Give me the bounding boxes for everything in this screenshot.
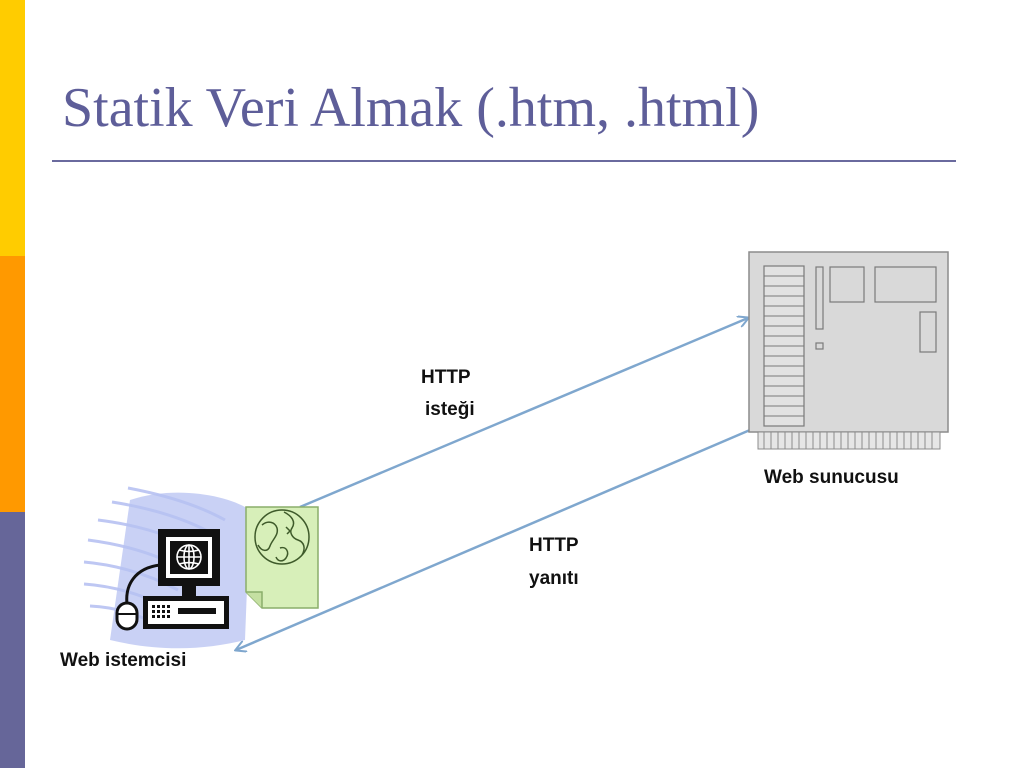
response-label-line1: HTTP [529, 535, 579, 556]
server-tower-icon [748, 251, 949, 450]
side-bar-yellow [0, 0, 25, 256]
request-label-line1: HTTP [421, 367, 471, 388]
request-arrow [299, 318, 748, 509]
side-bar-orange [0, 256, 25, 512]
side-bar-purple [0, 512, 25, 768]
client-label: Web istemcisi [60, 650, 186, 671]
globe-icon [254, 509, 310, 565]
title-divider [52, 160, 956, 162]
web-document-icon [245, 506, 319, 609]
response-arrow [236, 428, 751, 650]
server-label: Web sunucusu [764, 467, 899, 488]
response-label-line2: yanıtı [529, 568, 579, 589]
slide-title: Statik Veri Almak (.htm, .html) [62, 77, 760, 139]
client-computer-icon [115, 529, 229, 631]
request-label-line2: isteği [425, 399, 475, 420]
